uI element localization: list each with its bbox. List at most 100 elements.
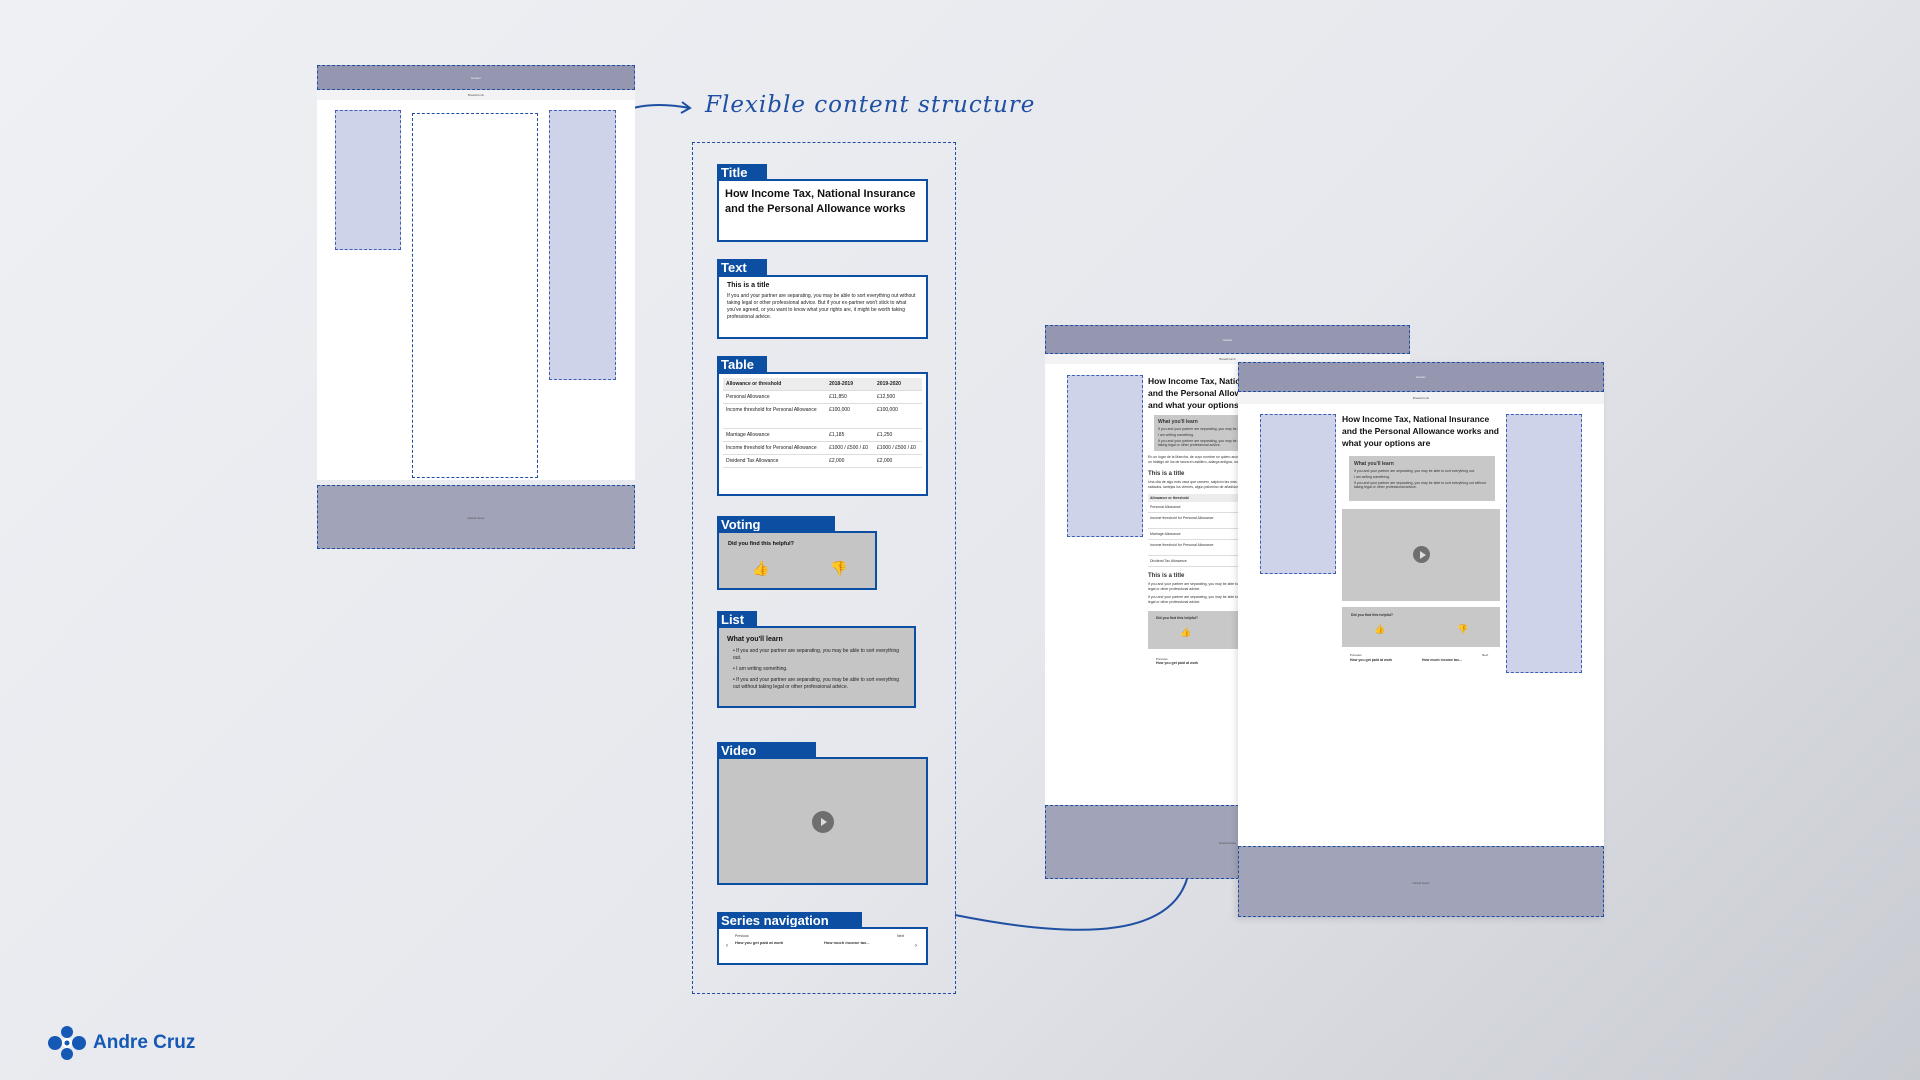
mockup-back-breadcrumb-label: Breadcrumb bbox=[1219, 357, 1236, 361]
list-item: I am writing something. bbox=[1354, 475, 1390, 479]
mockup-front-header: Header bbox=[1238, 362, 1604, 392]
mockup-back-learn-heading: What you'll learn bbox=[1158, 419, 1198, 425]
flexible-structure-annotation: Flexible content structure bbox=[705, 92, 1036, 118]
table-component: Allowance or threshold 2018-2019 2019-20… bbox=[717, 372, 928, 496]
thumbs-up-icon[interactable]: 👍 bbox=[1180, 627, 1192, 637]
wireframe-header: Header bbox=[317, 65, 635, 90]
mockup-front-title: How Income Tax, National Insurance and t… bbox=[1342, 414, 1499, 448]
voting-question: Did you find this helpful? bbox=[728, 541, 794, 547]
brand-logo: Andre Cruz bbox=[47, 1025, 195, 1061]
video-play-icon[interactable] bbox=[1413, 546, 1430, 563]
mockup-front-video bbox=[1342, 509, 1500, 601]
table-header-cell: 2019-2020 bbox=[874, 378, 922, 391]
series-nav-previous-link[interactable]: How you get paid at work bbox=[735, 940, 784, 945]
table-cell: £100,000 bbox=[874, 403, 922, 429]
allowance-table: Allowance or threshold 2018-2019 2019-20… bbox=[723, 378, 922, 468]
table-cell: £12,500 bbox=[874, 390, 922, 404]
series-nav-previous-label: Previous bbox=[735, 934, 749, 938]
mockup-back-table-header: Allowance or threshold bbox=[1148, 494, 1298, 502]
mockup-front-content: How Income Tax, National Insurance and t… bbox=[1342, 413, 1500, 673]
table-row: Dividend Tax Allowance £2,000 £2,000 bbox=[723, 454, 922, 468]
wireframe-breadcrumb: Breadcrumb bbox=[317, 90, 635, 100]
text-component: This is a title If you and your partner … bbox=[717, 275, 928, 339]
text-component-heading: This is a title bbox=[727, 282, 770, 289]
wireframe-content-area bbox=[412, 113, 538, 478]
mockup-back-section-title: This is a title bbox=[1148, 471, 1185, 477]
text-component-body: If you and your partner are separating, … bbox=[727, 293, 916, 320]
list-item-text: I am writing something. bbox=[736, 666, 788, 672]
mockup-front-right-column bbox=[1506, 414, 1582, 673]
video-component bbox=[717, 757, 928, 885]
table-row: Income threshold for Personal Allowance … bbox=[723, 403, 922, 429]
thumbs-up-icon[interactable]: 👍 bbox=[1374, 624, 1386, 634]
title-component-text: How Income Tax, National Insurance and t… bbox=[725, 188, 916, 215]
table-cell: £1000 / £500 / £0 bbox=[826, 441, 875, 455]
mockup-front-footer-label: Global footer bbox=[1412, 881, 1430, 885]
video-play-icon[interactable] bbox=[812, 811, 834, 833]
table-component-tab: Table bbox=[717, 356, 767, 372]
wireframe-layout: Header Breadcrumb Global footer bbox=[317, 65, 635, 550]
table-cell: Income threshold for Personal Allowance bbox=[723, 403, 827, 429]
video-component-tab: Video bbox=[717, 742, 816, 758]
series-nav-next-link[interactable]: How much income tax... bbox=[1422, 658, 1462, 662]
list-item-text: If you and your partner are separating, … bbox=[733, 677, 900, 690]
brand-mark-icon bbox=[48, 1026, 86, 1060]
mockup-front-header-label: Header bbox=[1416, 375, 1426, 379]
table-cell: Income threshold for Personal Allowance bbox=[723, 441, 827, 455]
mockup-front-learn-box: What you'll learn If you and your partne… bbox=[1349, 456, 1495, 501]
list-item: If you and your partner are separating, … bbox=[1354, 481, 1486, 489]
voting-component: Did you find this helpful? 👍 👎 bbox=[717, 531, 877, 590]
table-cell: Marriage Allowance bbox=[723, 428, 827, 442]
list-item: If you and your partner are separating, … bbox=[1158, 439, 1290, 447]
wireframe-footer: Global footer bbox=[317, 485, 635, 549]
wireframe-footer-label: Global footer bbox=[467, 516, 485, 520]
table-row: Income threshold for Personal Allowance … bbox=[723, 441, 922, 455]
mockup-front-voting: Did you find this helpful? 👍 👎 bbox=[1342, 607, 1500, 647]
list-item: I am writing something. bbox=[1158, 433, 1194, 437]
wireframe-header-label: Header bbox=[471, 76, 481, 80]
table-cell: £2,000 bbox=[874, 454, 922, 468]
series-nav-previous-label: Previous bbox=[1350, 653, 1362, 657]
mockup-back-breadcrumb: Breadcrumb bbox=[1045, 354, 1410, 364]
mockup-back-header-label: Header bbox=[1222, 338, 1233, 342]
mockup-front-breadcrumb: Breadcrumb bbox=[1238, 392, 1604, 404]
thumbs-up-icon[interactable]: 👍 bbox=[752, 560, 770, 576]
chevron-right-icon[interactable]: › bbox=[915, 943, 917, 949]
mockup-back-body-text: Una olla de algo más vaca que carnero, s… bbox=[1148, 480, 1288, 489]
text-component-tab: Text bbox=[717, 259, 767, 275]
mockup-front-breadcrumb-label: Breadcrumb bbox=[1412, 396, 1430, 400]
voting-question: Did you find this helpful? bbox=[1156, 616, 1198, 620]
table-row: Dividend Tax Allowance bbox=[1148, 556, 1298, 567]
table-cell: Dividend Tax Allowance bbox=[723, 454, 827, 468]
table-row: Income threshold for Personal Allowance bbox=[1148, 540, 1298, 556]
list-item: If you and your partner are separating, … bbox=[1158, 427, 1279, 431]
mockup-back-body-text: If you and your partner are separating, … bbox=[1148, 595, 1291, 604]
voting-question: Did you find this helpful? bbox=[1351, 613, 1393, 617]
list-item: If you and your partner are separating, … bbox=[1354, 469, 1475, 473]
series-nav-previous-link[interactable]: How you get paid at work bbox=[1156, 661, 1199, 665]
list-item: • I am writing something. bbox=[733, 666, 788, 672]
mockup-back-body-text: If you and your partner are separating, … bbox=[1148, 582, 1291, 591]
title-component: How Income Tax, National Insurance and t… bbox=[717, 179, 928, 242]
series-nav-next-label: Next bbox=[1482, 653, 1489, 657]
table-cell: £100,000 bbox=[826, 403, 875, 429]
chevron-left-icon[interactable]: ‹ bbox=[726, 943, 728, 949]
wireframe-right-column bbox=[549, 110, 616, 380]
component-column bbox=[692, 142, 956, 994]
mockup-front: Header Breadcrumb How Income Tax, Nation… bbox=[1238, 362, 1604, 917]
thumbs-down-icon[interactable]: 👎 bbox=[1457, 624, 1469, 634]
voting-component-tab: Voting bbox=[717, 516, 835, 532]
list-item-text: If you and your partner are separating, … bbox=[733, 648, 900, 661]
series-nav-next-link[interactable]: How much income tax... bbox=[824, 940, 870, 945]
mockup-back-body-text: En un lugar de la Mancha, de cuyo nombre… bbox=[1148, 455, 1297, 464]
table-cell: £11,850 bbox=[826, 390, 875, 404]
table-row: Marriage Allowance £1,185 £1,250 bbox=[723, 428, 922, 442]
series-nav-previous-link[interactable]: How you get paid at work bbox=[1350, 658, 1393, 662]
series-nav-previous-label: Previous bbox=[1156, 657, 1168, 661]
table-cell: £1,250 bbox=[874, 428, 922, 442]
mockup-back-left-column bbox=[1067, 375, 1143, 537]
table-header-row: Allowance or threshold 2018-2019 2019-20… bbox=[723, 378, 922, 391]
list-item: • If you and your partner are separating… bbox=[733, 648, 900, 661]
thumbs-down-icon[interactable]: 👎 bbox=[830, 560, 848, 576]
